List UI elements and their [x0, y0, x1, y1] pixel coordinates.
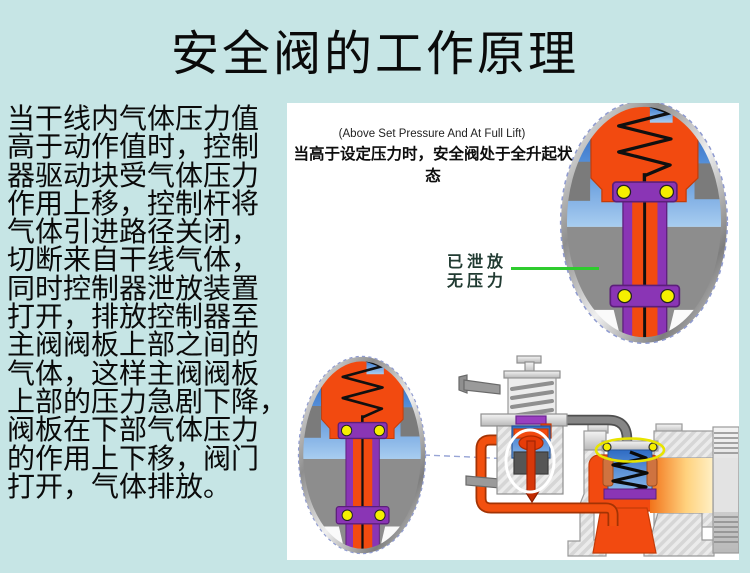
body-text-line: 主阀阀板上部之间的 — [7, 330, 260, 362]
body-text-line: 当干线内气体压力值 — [7, 104, 260, 135]
orange-supply-pipe — [475, 434, 619, 526]
yellow-highlight-ellipse — [594, 437, 666, 463]
white-highlight-ellipse — [504, 428, 556, 494]
body-text: 当干线内气体压力值 高于动作值时，控制 器驱动块受气体压力 作用上移，控制杆将 … — [7, 104, 305, 503]
panel-header-english: (Above Set Pressure And At Full Lift) — [338, 128, 526, 140]
magnified-valve-cross-section-top-right — [561, 103, 728, 344]
body-text-line: 器驱动块受气体压力 — [7, 160, 260, 192]
magnified-valve-cross-section-bottom-left — [298, 352, 425, 554]
body-text-line: 同时控制器泄放装置 — [7, 273, 260, 305]
body-text-line: 打开，排放控制器至 — [7, 302, 260, 334]
pilot-controller — [458, 355, 568, 504]
slide-title: 安全阀的工作原理 — [170, 28, 579, 81]
body-text-line: 气体，这样主阀阀板 — [7, 358, 260, 390]
panel-header-chinese: 当高于设定压力时，安全阀处于全升起状态 — [293, 146, 573, 185]
body-text-line: 气体引进路径关闭， — [7, 217, 260, 249]
callout-line-1: 已泄放 — [447, 254, 508, 271]
callout-label: 已泄放 无压力 — [447, 253, 507, 291]
body-text-line: 的作用上下移，阀门 — [7, 443, 260, 475]
body-text-line: 作用上移，控制杆将 — [7, 188, 260, 220]
valve-diagram-art — [287, 103, 739, 560]
main-valve-piston — [594, 437, 666, 500]
callout-line-2: 无压力 — [447, 273, 508, 290]
body-text-line: 切断来自干线气体， — [7, 245, 260, 277]
diagram-panel: (Above Set Pressure And At Full Lift) 当高… — [287, 103, 739, 560]
body-text-line: 打开，气体排放。 — [7, 471, 232, 503]
body-text-line: 上部的压力急剧下降， — [7, 386, 288, 418]
body-text-line: 高于动作值时，控制 — [7, 132, 260, 164]
body-text-line: 阀板在下部气体压力 — [7, 415, 260, 447]
